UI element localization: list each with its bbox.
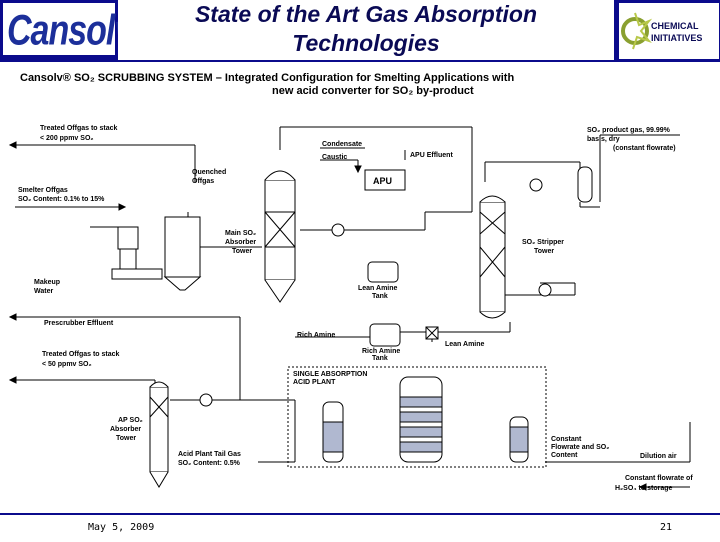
label-so2-product-3: (constant flowrate) [613, 145, 676, 152]
label-rich-amine: Rich Amine [297, 332, 335, 339]
acid-plant-vessels [322, 376, 529, 463]
label-dilution-air: Dilution air [640, 453, 677, 460]
reflux-drum [577, 166, 593, 203]
label-makeup-2: Water [34, 288, 53, 295]
diagram-labels: Treated Offgas to stack < 200 ppmv SO₂ S… [18, 125, 693, 492]
cansolv-logo: Cansolv [2, 2, 133, 56]
label-apu-effluent: APU Effluent [410, 152, 453, 159]
label-ap-abs-3: Tower [116, 435, 136, 442]
label-lean-amine: Lean Amine [445, 341, 485, 348]
label-so2-product-1: SO₂ product gas, 99.99% [587, 127, 671, 134]
label-lean-tank-2: Tank [372, 293, 388, 300]
apu-label: APU [373, 176, 392, 186]
label-constant-2: Flowrate and SO₂ [551, 444, 609, 451]
stripper-tower [479, 195, 506, 319]
footer-bar: May 5, 2009 21 [0, 513, 720, 542]
label-h2so4-2: H₂SO₄ to storage [615, 485, 673, 492]
ap-absorber-tower [149, 381, 169, 488]
label-constant-3: Content [551, 452, 578, 459]
diagram-title-line1: Cansolv® SO₂ SCRUBBING SYSTEM – Integrat… [20, 72, 514, 84]
label-prescrubber: Prescrubber Effluent [44, 320, 114, 327]
label-stripper-2: Tower [534, 248, 554, 255]
label-single-abs-2: ACID PLANT [293, 379, 336, 386]
slide-title: State of the Art Gas Absorption Technolo… [118, 0, 614, 58]
label-acid-tail-1: Acid Plant Tail Gas [178, 451, 241, 458]
rich-amine-tank [369, 323, 401, 347]
label-smelter-1: Smelter Offgas [18, 187, 68, 194]
diagram-area: Cansolv® SO₂ SCRUBBING SYSTEM – Integrat… [0, 62, 720, 513]
label-makeup-1: Makeup [34, 279, 60, 286]
label-smelter-2: SO₂ Content: 0.1% to 15% [18, 196, 105, 203]
label-ap-abs-1: AP SO₂ [118, 417, 143, 424]
label-stripper-1: SO₂ Stripper [522, 239, 564, 246]
label-lean-tank-1: Lean Amine [358, 285, 398, 292]
label-main-abs-3: Tower [232, 248, 252, 255]
chemical-initiatives-logo: CHEMICAL INITIATIVES [618, 2, 720, 60]
label-rich-tank-2: Tank [372, 355, 388, 362]
label-quenched-1: Quenched [192, 169, 226, 176]
label-condensate: Condensate [322, 141, 362, 148]
logo-right-line2: INITIATIVES [651, 33, 702, 43]
label-constant-1: Constant [551, 436, 582, 443]
label-rich-tank-1: Rich Amine [362, 348, 400, 355]
chemical-initiatives-emblem: CHEMICAL INITIATIVES [621, 12, 702, 50]
label-h2so4-1: Constant flowrate of [625, 475, 693, 482]
title-box: State of the Art Gas Absorption Technolo… [118, 0, 614, 60]
cansolv-logo-text: Cansolv [7, 7, 133, 55]
label-main-abs-1: Main SO₂ [225, 230, 256, 237]
slide-title-line2: Technologies [292, 30, 440, 56]
label-acid-tail-2: SO₂ Content: 0.5% [178, 460, 241, 467]
label-caustic: Caustic [322, 154, 347, 161]
apu-unit [364, 169, 406, 191]
acid-plant-boundary [287, 366, 547, 468]
diagram-title-line2: new acid converter for SO₂ by-product [272, 85, 474, 97]
label-so2-product-2: basis, dry [587, 136, 620, 143]
lean-amine-tank [367, 261, 399, 283]
label-ap-abs-2: Absorber [110, 426, 141, 433]
pump-icon [199, 178, 552, 407]
logo-right-line1: CHEMICAL [651, 21, 699, 31]
label-treated-bot-2: < 50 ppmv SO₂ [42, 361, 92, 368]
label-treated-top-2: < 200 ppmv SO₂ [40, 135, 94, 142]
slide-title-line1: State of the Art Gas Absorption [194, 1, 538, 27]
footer-date: May 5, 2009 [88, 522, 155, 533]
label-single-abs-1: SINGLE ABSORPTION [293, 371, 367, 378]
process-flow-diagram: Cansolv® SO₂ SCRUBBING SYSTEM – Integrat… [0, 62, 720, 513]
label-main-abs-2: Absorber [225, 239, 256, 246]
main-absorber-tower [264, 170, 296, 303]
footer-page-number: 21 [660, 522, 673, 533]
header-bar: Cansolv State of the Art Gas Absorption … [0, 0, 720, 62]
label-treated-bot-1: Treated Offgas to stack [42, 351, 120, 358]
label-treated-top-1: Treated Offgas to stack [40, 125, 118, 132]
scrubber-vessel [111, 216, 202, 291]
label-quenched-2: Offgas [192, 178, 214, 185]
